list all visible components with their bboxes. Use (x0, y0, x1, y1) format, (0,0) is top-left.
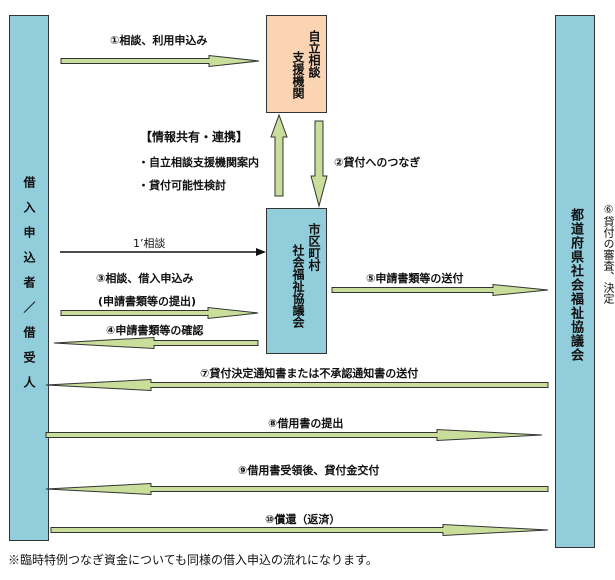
prefecture-council-box: 都道府県社会福祉協議会 (555, 15, 595, 548)
city-council-label-2: 社会福祉協議会 (291, 244, 305, 328)
borrower-label: 借入申込者／借受人 (22, 176, 36, 401)
step3-label: ③相談、借入申込み (96, 272, 194, 285)
step2-label: ②貸付へのつなぎ (334, 156, 421, 169)
step10-arrow (50, 523, 549, 537)
step8-label: ⑧借用書の提出 (268, 417, 344, 430)
step1b-label: 1’相談 (133, 237, 166, 250)
step5-arrow (331, 283, 549, 297)
city-council-box: 市区町村 社会福祉協議会 (266, 208, 327, 354)
support-org-label-2: 支援機関 (291, 51, 305, 99)
step4-label: ④申請書類等の確認 (106, 324, 204, 337)
city-council-label-1: 市区町村 (307, 223, 321, 271)
step1-label: ①相談、利用申込み (110, 34, 208, 47)
step1-arrow (60, 54, 260, 68)
prefecture-council-label: 都道府県社会福祉協議会 (568, 208, 583, 362)
step3-arrow (60, 306, 259, 320)
step6-label: ⑥貸付の審査、決定 (602, 203, 615, 304)
step2-arrow (310, 120, 328, 208)
support-org-box: 自立相談 支援機関 (266, 15, 327, 113)
support-org-label-1: 自立相談 (307, 30, 321, 78)
step1b-arrow-head (256, 248, 266, 256)
footnote: ※臨時特例つなぎ資金についても同様の借入申込の流れになります。 (8, 553, 378, 567)
step4-arrow (53, 336, 259, 350)
info-sharing-item: ・自立相談支援機関案内 (138, 156, 259, 169)
step9-arrow (45, 482, 549, 496)
info-sharing-item: ・貸付可能性検討 (138, 179, 226, 192)
info-sharing-arrow (270, 113, 288, 197)
borrower-box: 借入申込者／借受人 (9, 15, 49, 541)
step3-sub-label: (申請書類等の提出) (98, 295, 197, 308)
info-sharing-title: 【情報共有・連携】 (140, 130, 249, 144)
step8-arrow (45, 428, 543, 442)
step5-label: ⑤申請書類等の送付 (366, 272, 464, 285)
step7-arrow (45, 378, 549, 392)
step7-label: ⑦貸付決定通知書または不承認通知書の送付 (200, 367, 419, 380)
step10-label: ⑩償還（返済） (265, 513, 341, 526)
step9-label: ⑨借用書受領後、貸付金交付 (238, 464, 380, 477)
